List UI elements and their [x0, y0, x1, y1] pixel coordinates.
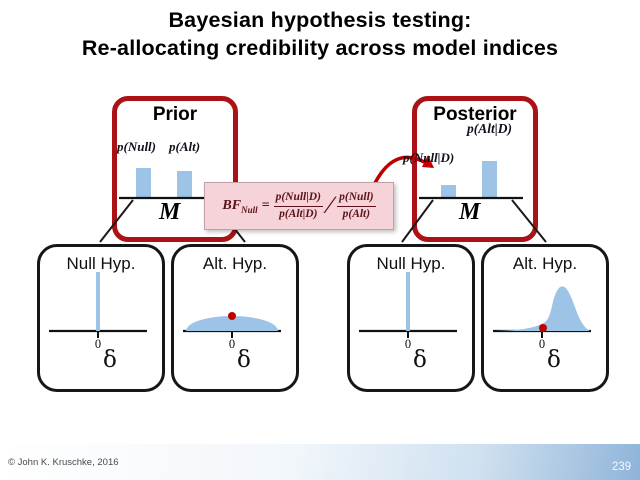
- equals-sign: =: [261, 198, 270, 213]
- slide-title-line1: Bayesian hypothesis testing:: [168, 8, 472, 32]
- slide-title: Bayesian hypothesis testing: Re-allocati…: [0, 6, 640, 63]
- posterior-odds-fraction: p(Null|D) p(Alt|D): [273, 190, 323, 220]
- prior-model-index-label: M: [159, 199, 181, 225]
- posterior-alt-hypothesis-panel: Alt. Hyp.: [481, 244, 609, 392]
- prior-null-bar: [136, 168, 151, 197]
- posterior-p-null-d-label: p(Null|D): [403, 150, 455, 165]
- prior-p-alt-label: p(Alt): [169, 139, 201, 154]
- prior-alt-bar: [177, 171, 192, 197]
- bayes-factor-formula: BFNull = p(Null|D) p(Alt|D) ∕ p(Null) p(…: [204, 182, 394, 230]
- prior-null-hypothesis-panel: Null Hyp.: [37, 244, 165, 392]
- slide-title-line2: Re-allocating credibility across model i…: [81, 36, 559, 61]
- bf-symbol: BFNull: [222, 197, 258, 215]
- delta-axis-label: δ: [413, 347, 427, 373]
- posterior-null-bar: [441, 185, 456, 197]
- footer-gradient-strip: [0, 444, 640, 480]
- zero-tick-label: 0: [538, 337, 546, 351]
- zero-tick-label: 0: [228, 337, 236, 351]
- posterior-alt-bar: [482, 161, 497, 197]
- panel-title: Null Hyp.: [66, 254, 136, 273]
- copyright-text: © John K. Kruschke, 2016: [8, 457, 119, 468]
- posterior-null-hypothesis-panel: Null Hyp.: [347, 244, 475, 392]
- division-slash: ∕: [327, 192, 333, 219]
- prior-alt-hypothesis-panel: Alt. Hyp.: [171, 244, 299, 392]
- posterior-p-alt-d-label: p(Alt|D): [467, 121, 512, 136]
- delta-axis-label: δ: [237, 347, 251, 373]
- zero-tick-label: 0: [94, 337, 102, 351]
- prior-p-null-label: p(Null): [117, 139, 156, 154]
- delta-axis-label: δ: [547, 347, 561, 373]
- prior-odds-fraction: p(Null) p(Alt): [337, 190, 376, 220]
- page-number: 239: [611, 461, 631, 473]
- delta-axis-label: δ: [103, 347, 117, 373]
- zero-tick-label: 0: [404, 337, 412, 351]
- panel-title: Alt. Hyp.: [202, 254, 268, 273]
- posterior-model-index-label: M: [459, 199, 481, 225]
- panel-title: Null Hyp.: [376, 254, 446, 273]
- prior-box-label: Prior: [152, 104, 198, 125]
- posterior-box-label: Posterior: [433, 104, 517, 125]
- panel-title: Alt. Hyp.: [512, 254, 578, 273]
